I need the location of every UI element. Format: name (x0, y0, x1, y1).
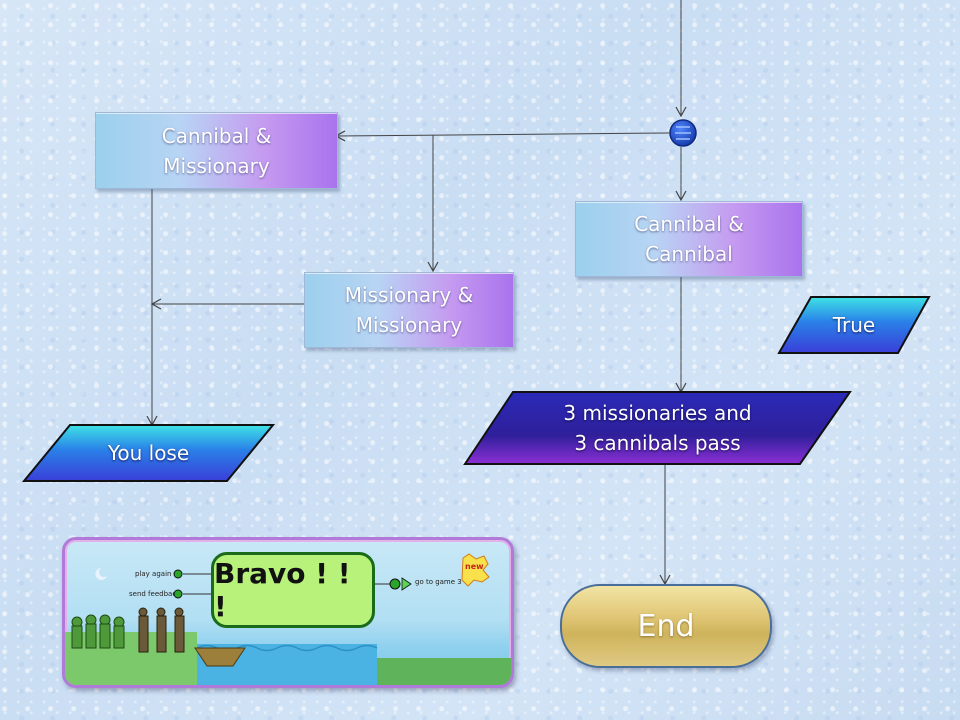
node-cannibal-cannibal-label: Cannibal & Cannibal (634, 212, 744, 266)
node-missionary-missionary: Missionary & Missionary (304, 272, 514, 348)
node-true-label: True (832, 313, 876, 337)
node-missionary-missionary-label: Missionary & Missionary (344, 283, 474, 337)
node-cannibal-missionary-label: Cannibal & Missionary (161, 123, 272, 178)
game-screenshot: play again send feedback (62, 537, 514, 688)
node-cannibal-cannibal: Cannibal & Cannibal (575, 201, 803, 277)
bravo-text: Bravo ! ! ! (214, 557, 351, 623)
node-cannibal-missionary: Cannibal & Missionary (95, 112, 338, 189)
true-shape (777, 296, 931, 354)
play-again-text: play again (135, 570, 172, 578)
pass-shape (463, 391, 852, 465)
lose-shape (21, 424, 276, 482)
junction-node (669, 119, 697, 147)
send-feedback-text: send feedback (129, 590, 181, 598)
new-badge-text: new (465, 562, 484, 571)
node-end: End (560, 584, 772, 668)
game-art (65, 553, 511, 685)
line-junction-to-cannibal-missionary (334, 130, 670, 142)
node-lose-label: You lose (107, 441, 190, 465)
node-pass-label: 3 missionaries and 3 cannibals pass (563, 401, 752, 455)
go-to-game-text: go to game 3 (415, 578, 462, 586)
bravo-banner: Bravo ! ! ! (211, 552, 375, 628)
node-end-label: End (637, 608, 695, 644)
